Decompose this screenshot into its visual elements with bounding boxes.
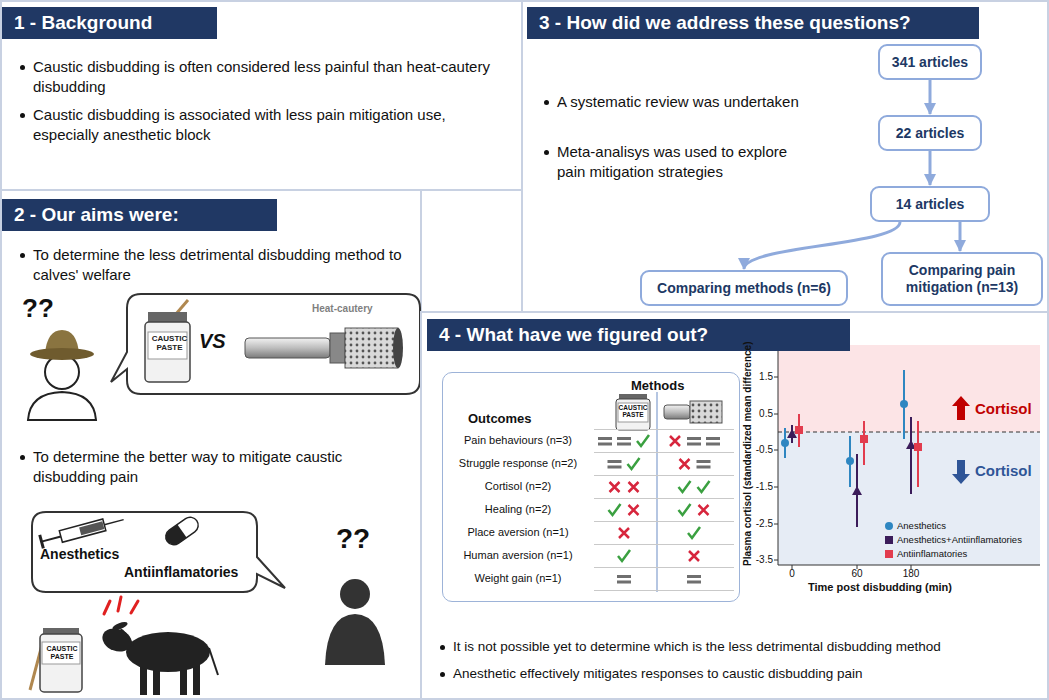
flow-arrow — [929, 151, 932, 185]
legend-entry: Antiinflamatories — [885, 548, 967, 559]
box-label: 14 articles — [896, 196, 965, 213]
axis-title: Plasma cortisol (standardized mean diffe… — [742, 329, 754, 579]
axis-tick: 0 — [777, 568, 807, 580]
node-text: Heat-cautery — [312, 303, 402, 314]
caustic-jar — [616, 394, 650, 430]
table-cell: Place aversion (n=1) — [443, 526, 593, 539]
chart-annotation: Cortisol — [975, 400, 1045, 417]
box-label: Comparing methods (n=6) — [657, 280, 831, 297]
legend-entry: Anesthetics+Antiinflamatories — [885, 534, 1022, 545]
legend-entry: Anesthetics — [885, 520, 946, 531]
table-cell: Pain behaviours (n=3) — [443, 434, 593, 447]
node-text: Outcomes — [468, 411, 548, 426]
flow-box: 14 articles — [870, 186, 990, 222]
node-text: Caustic disbudding is often considered l… — [17, 57, 507, 96]
table-cell: Struggle response (n=2) — [443, 457, 593, 470]
caustic-jar — [30, 628, 82, 692]
section-heading: 3 - How did we address these questions? — [527, 7, 979, 39]
methods-panel: 341 articles 22 articles 14 articlesCompar… — [521, 0, 1049, 313]
jar-label: CAUSTIC PASTE — [616, 404, 650, 418]
node-text: Meta-analisys was used to explore pain m… — [541, 142, 816, 181]
pain-marks — [104, 597, 138, 614]
box-label: 22 articles — [896, 125, 965, 142]
table-cell: Weight gain (n=1) — [443, 572, 593, 585]
axis-tick: -3.5 — [752, 554, 773, 566]
node-text: To determine the better way to mitigate … — [17, 447, 402, 486]
node-text: Anesthetics — [40, 546, 130, 562]
section-heading: 2 - Our aims were: — [2, 199, 277, 231]
flow-box: Comparing methods (n=6) — [640, 270, 848, 306]
box-label: Comparing pain mitigation (n=13) — [891, 262, 1033, 296]
axis-tick: 60 — [842, 568, 872, 580]
section-heading: 1 - Background — [2, 7, 217, 39]
jar-label: CAUSTIC PASTE — [42, 645, 82, 660]
node-text: Methods — [631, 378, 701, 393]
box-label: 341 articles — [892, 54, 968, 71]
node-text: To determine the less detrimental disbud… — [17, 245, 402, 284]
table-cell: Cortisol (n=2) — [443, 480, 593, 493]
axis-tick: 180 — [896, 568, 926, 580]
table-cell: Healing (n=2) — [443, 503, 593, 516]
chart-annotation: Cortisol — [975, 462, 1045, 479]
calf-figure — [99, 620, 218, 695]
axis-tick: -1.5 — [752, 481, 773, 493]
heat-cautery-device — [245, 328, 403, 368]
flow-arrow — [929, 80, 932, 114]
question-marks: ?? — [22, 294, 72, 324]
axis-tick: -2.5 — [752, 518, 773, 530]
bubble-outline — [111, 294, 420, 394]
legend-text: Anesthetics — [897, 520, 946, 531]
speech-bubble: AnestheticsAntiinflamatories — [32, 512, 257, 592]
background-panel: 1 - BackgroundCaustic disbudding is ofte… — [0, 0, 523, 191]
section-heading: 4 - What have we figured out? — [427, 319, 850, 351]
table-cell: Human aversion (n=1) — [443, 549, 593, 562]
syringe-icon — [40, 513, 126, 549]
legend-text: Anesthetics+Antiinflamatories — [897, 534, 1022, 545]
axis-title: Time post disbudding (min) — [790, 581, 970, 594]
legend-swatch — [885, 536, 893, 544]
speech-bubble: CAUSTIC PASTE VS Heat-cautery — [127, 294, 420, 394]
node-text: Antiinflamatories — [124, 564, 252, 580]
axis-tick: 1.5 — [752, 371, 773, 383]
legend-swatch — [885, 522, 893, 530]
node-text: VS — [199, 330, 243, 353]
legend-swatch — [885, 550, 893, 558]
question-marks: ?? — [336, 523, 391, 555]
farmer-figure — [28, 330, 96, 420]
caustic-jar — [145, 300, 190, 382]
aims-panel: CAUSTIC PASTEVSHeat-cauteryAnestheticsAn… — [0, 189, 422, 700]
node-text: It is not possible yet to determine whic… — [437, 638, 1037, 656]
flow-box: 22 articles — [878, 115, 982, 151]
flow-box: Comparing pain mitigation (n=13) — [881, 252, 1043, 306]
cortisol-chart — [774, 345, 1040, 569]
flow-arrow — [744, 222, 900, 269]
node-text: Anesthetic effectively mitigates respons… — [437, 665, 1037, 683]
node-text: Caustic disbudding is associated with le… — [17, 105, 507, 144]
person-figure — [325, 579, 385, 665]
legend-text: Antiinflamatories — [897, 548, 967, 559]
flow-box: 341 articles — [878, 44, 982, 80]
node-text: A systematic review was undertaken — [541, 92, 816, 112]
axis-tick: -0.5 — [752, 444, 773, 456]
pill-icon — [163, 514, 202, 548]
bubble-outline — [32, 512, 285, 592]
node-text: CAUSTIC PASTE — [149, 335, 190, 353]
heat-cautery-device — [664, 401, 722, 423]
flow-arrow — [959, 222, 962, 251]
axis-tick: 0.5 — [752, 408, 773, 420]
table-grid — [594, 392, 734, 592]
